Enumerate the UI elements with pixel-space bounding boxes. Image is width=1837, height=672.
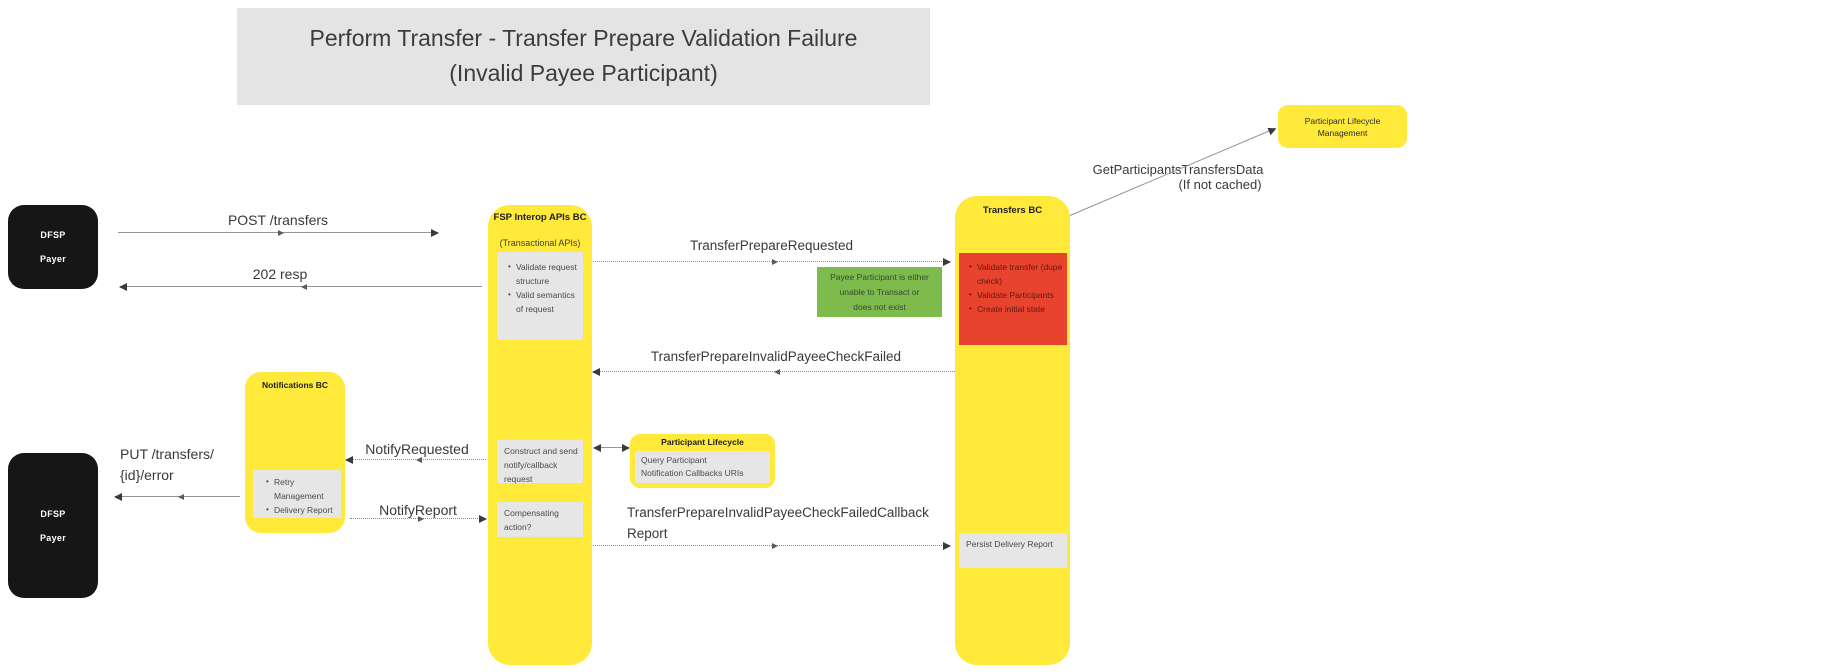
note-construct-notify: Construct and send notify/callback reque… (497, 440, 583, 484)
actor-label: Payer (39, 254, 67, 264)
message-label-transfer-prepare-requested: TransferPrepareRequested (689, 238, 854, 253)
note-retry-delivery: Retry ManagementDelivery Report (253, 470, 341, 518)
message-arrow-notify-report (350, 515, 487, 523)
message-label-get-participants-line1: GetParticipantsTransfersData (1092, 162, 1264, 177)
actor-dfsp-payer-top: DFSP Payer (8, 205, 98, 289)
arrow-direction-icon (771, 543, 778, 549)
note-payee-invalid: Payee Participant is either unable to Tr… (817, 267, 942, 317)
arrow-direction-icon (177, 494, 184, 500)
list-item: Valid semantics of request (507, 288, 579, 316)
notification-feature-list: Retry ManagementDelivery Report (265, 475, 339, 517)
message-arrow-transfer-prepare-invalid-failed (592, 368, 955, 376)
component-participant-lifecycle-management: Participant Lifecycle Management (1278, 105, 1407, 148)
component-notifications-bc: Notifications BC Retry ManagementDeliver… (245, 372, 345, 533)
arrowhead-left-icon (119, 283, 127, 291)
message-label-notify-report: NotifyReport (379, 502, 457, 518)
validation-list: Validate request structureValid semantic… (507, 260, 579, 316)
arrowhead-right-icon (622, 444, 630, 452)
message-arrow-put-transfers-error (114, 493, 240, 501)
component-transfers-bc: Transfers BC Validate transfer (dupe che… (955, 196, 1070, 665)
message-label-post-transfers: POST /transfers (227, 212, 329, 228)
arrow-direction-icon (278, 230, 284, 236)
message-arrow-notify-requested (345, 456, 486, 464)
list-item: Delivery Report (265, 503, 339, 517)
component-fsp-interop-apis-bc: FSP Interop APIs BC (Transactional APIs)… (488, 205, 592, 665)
message-label-notify-requested: NotifyRequested (365, 441, 469, 457)
message-arrow-post-transfers (118, 229, 439, 237)
arrow-direction-icon (771, 259, 778, 265)
arrow-direction-icon (418, 516, 424, 522)
note-request-validation: Validate request structureValid semantic… (497, 252, 583, 340)
actor-label: DFSP (40, 508, 66, 519)
message-label-put-transfers-error: PUT /transfers/ {id}/error (120, 446, 214, 483)
diagram-title: Perform Transfer - Transfer Prepare Vali… (237, 8, 930, 105)
message-label-transfer-prepare-invalid-failed: TransferPrepareInvalidPayeeCheckFailed (650, 349, 902, 364)
component-title: Notifications BC (261, 380, 329, 390)
component-title: Participant Lifecycle (661, 437, 744, 447)
actor-dfsp-payer-bottom: DFSP Payer (8, 453, 98, 598)
list-item: Create initial state (968, 302, 1064, 316)
diagram-title-line1: Perform Transfer - Transfer Prepare Vali… (309, 25, 858, 51)
arrowhead-right-icon (943, 258, 951, 266)
message-label-get-participants: GetParticipantsTransfersData (If not cac… (1078, 162, 1278, 194)
message-label-callback-report: TransferPrepareInvalidPayeeCheckFailedCa… (627, 505, 929, 541)
arrowhead-right-icon (1267, 124, 1278, 136)
validation-list: Validate transfer (dupe check)Validate P… (968, 260, 1064, 316)
component-participant-lifecycle: Participant Lifecycle Query Participant … (630, 434, 775, 488)
note-compensating-action: Compensating action? (497, 502, 583, 537)
arrowhead-right-icon (431, 229, 439, 237)
note-query-callbacks: Query Participant Notification Callbacks… (635, 451, 770, 483)
arrowhead-right-icon (479, 515, 487, 523)
actor-label: Payer (39, 532, 67, 543)
component-title: FSP Interop APIs BC (493, 212, 587, 223)
arrowhead-right-icon (943, 542, 951, 550)
arrowhead-left-icon (592, 368, 600, 376)
component-title: Transfers BC (982, 205, 1043, 216)
list-item: Retry Management (265, 475, 339, 503)
list-item: Validate transfer (dupe check) (968, 260, 1064, 288)
message-arrow-202-resp (119, 283, 482, 291)
component-subtitle: (Transactional APIs) (499, 238, 581, 248)
message-arrow-callback-report (593, 542, 951, 550)
message-arrow-transfer-prepare-requested (593, 258, 951, 266)
arrowhead-left-icon (593, 444, 601, 452)
note-persist-delivery-report: Persist Delivery Report (959, 533, 1067, 568)
arrow-direction-icon (301, 284, 307, 290)
message-label-202-resp: 202 resp (252, 266, 308, 282)
arrow-direction-icon (774, 369, 780, 375)
arrowhead-left-icon (114, 493, 122, 501)
list-item: Validate Participants (968, 288, 1064, 302)
note-transfer-validation-error: Validate transfer (dupe check)Validate P… (959, 253, 1067, 345)
list-item: Validate request structure (507, 260, 579, 288)
arrow-direction-icon (416, 457, 422, 463)
message-label-get-participants-condition: (If not cached) (1178, 177, 1262, 192)
arrowhead-left-icon (345, 456, 353, 464)
message-arrow-participant-lifecycle-query (593, 444, 630, 452)
actor-label: DFSP (40, 230, 66, 240)
diagram-title-line2: (Invalid Payee Participant) (449, 60, 718, 86)
